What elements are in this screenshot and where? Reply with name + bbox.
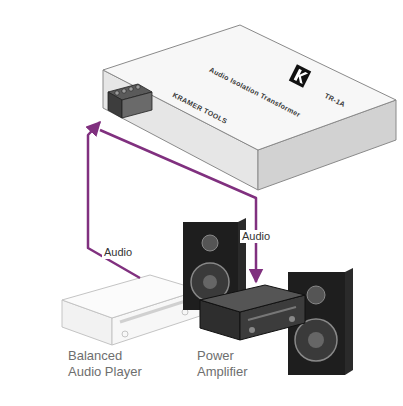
terminal-side — [108, 92, 122, 118]
woofer-cap — [203, 275, 217, 289]
player-knob — [122, 331, 128, 337]
amp-display — [248, 307, 296, 320]
audio-player — [62, 275, 200, 345]
terminal-screws — [115, 85, 140, 95]
device-marking: Audio Isolation Transformer — [208, 66, 302, 118]
device-box — [103, 25, 396, 190]
signal-label: Audio — [240, 230, 272, 243]
device-node: KRAMER TOOLSAudio Isolation TransformerT… — [100, 30, 398, 192]
signal-label: Audio — [102, 246, 134, 259]
woofer — [295, 319, 337, 361]
speaker-side — [345, 268, 353, 375]
audio-cable — [88, 122, 140, 278]
power-amplifier — [200, 285, 305, 340]
amp-knob — [249, 327, 255, 333]
player-top — [62, 275, 200, 318]
audio-cable — [100, 130, 256, 282]
device-marking: TR-1A — [324, 92, 347, 108]
terminal-front — [122, 92, 152, 118]
terminal-block — [108, 84, 152, 118]
screw — [136, 85, 140, 89]
amp-knob — [289, 316, 295, 322]
screw — [115, 91, 119, 95]
kramer-logo — [289, 64, 311, 87]
screw — [129, 87, 133, 91]
equipment-caption: Power Amplifier — [197, 348, 271, 380]
screw — [122, 89, 126, 93]
device-marking: KRAMER TOOLS — [172, 91, 229, 125]
logo-k — [294, 69, 308, 84]
woofer-cap — [308, 332, 324, 348]
equipment-node: Balanced Audio Player — [62, 278, 202, 388]
equipment-node: Power Amplifier — [195, 282, 307, 384]
logo-square — [289, 64, 311, 87]
tweeter — [307, 286, 325, 304]
player-slot — [120, 299, 192, 322]
device-top — [103, 25, 396, 150]
equipment-caption: Balanced Audio Player — [68, 348, 150, 380]
tweeter — [202, 235, 218, 251]
